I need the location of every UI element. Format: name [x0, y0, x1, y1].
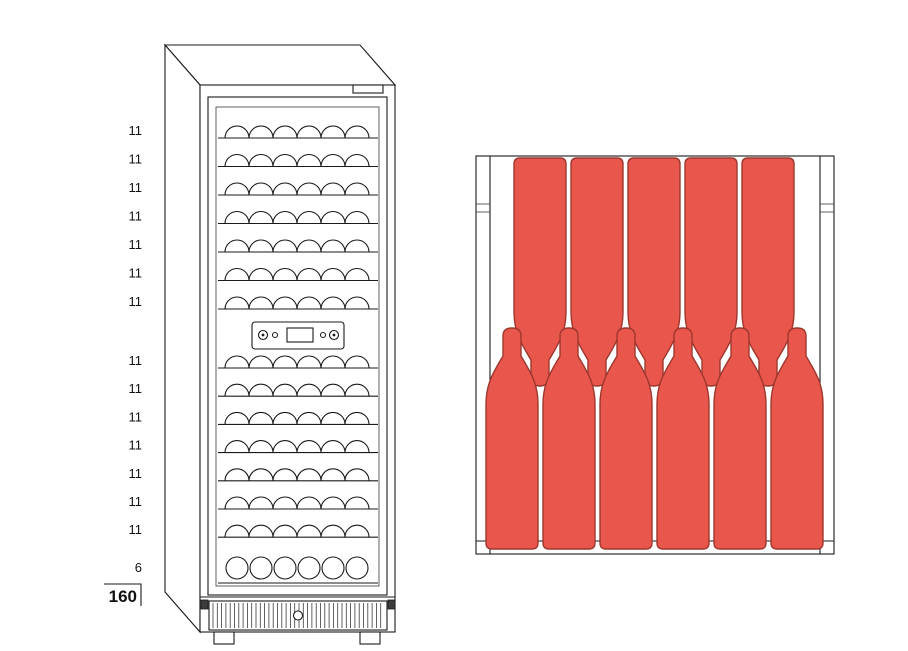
door-frame: [207, 96, 388, 596]
shelf-capacity-label: 11: [129, 123, 143, 138]
standing-bottle-icon: [225, 556, 249, 580]
foot-right: [359, 631, 381, 645]
bottle-row: [218, 210, 378, 225]
shelf-capacity-label: 11: [129, 522, 143, 537]
control-panel-body: [251, 321, 345, 350]
shelf-capacity-label: 11: [129, 237, 143, 252]
bottle-row: [218, 239, 378, 253]
shelf-rows: [218, 125, 378, 538]
bottle-row: [218, 153, 378, 168]
shelf-capacity-label: 11: [129, 494, 143, 509]
standing-bottle-icon: [273, 556, 297, 580]
bottle-row: [218, 468, 378, 482]
shelf-capacity-label: 11: [129, 209, 143, 224]
bottle-row: [218, 524, 378, 538]
control-display: [286, 327, 314, 343]
wine-cooler-elevation: [163, 43, 397, 645]
shelf-capacity-label: 11: [129, 438, 143, 453]
shelf-capacity-label: 11: [129, 266, 143, 281]
wine-bottle-neck-up: [656, 327, 710, 550]
shelf-capacity-label: 11: [129, 409, 143, 424]
total-capacity-label: 160: [109, 587, 137, 606]
wine-bottle-neck-down: [741, 157, 795, 387]
control-knob-icon: [328, 329, 340, 341]
wine-bottle-neck-up: [713, 327, 767, 550]
bottle-row: [218, 411, 378, 425]
capacity-labels: 11 11 11 11 11 11 11 11 11 11 11 11 11 11: [129, 123, 143, 537]
control-knob-icon: [257, 329, 269, 341]
bottle-row: [218, 383, 378, 397]
grille-slats: [212, 603, 382, 628]
shelf-capacity-label: 11: [129, 152, 143, 167]
bottle-row: [218, 440, 378, 454]
base-grille: [200, 596, 396, 645]
wine-bottle-neck-down: [684, 157, 738, 387]
total-bracket: [104, 583, 142, 606]
bottle-row: [218, 296, 378, 310]
wine-bottle-neck-down: [513, 157, 567, 387]
wine-bottle-neck-up: [542, 327, 596, 550]
standing-bottle-icon: [345, 556, 369, 580]
foot-left: [213, 631, 235, 645]
wine-bottle-neck-down: [627, 157, 681, 387]
wine-bottle-neck-up: [770, 327, 824, 550]
cabinet-side-face: [164, 43, 201, 634]
shelf-capacity-label: 11: [129, 381, 143, 396]
bottle-row: [218, 267, 378, 282]
wine-bottle-neck-down: [570, 157, 624, 387]
bottle-row: [218, 182, 378, 196]
hinge-block-right: [387, 599, 396, 610]
shelf-capacity-label: 11: [129, 294, 143, 309]
grille-screw-icon: [292, 610, 304, 621]
wine-bottle-neck-up: [599, 327, 653, 550]
standing-bottle-icon: [321, 556, 345, 580]
wine-bottle-neck-up: [485, 327, 539, 550]
standing-bottle-icon: [297, 556, 321, 580]
bottle-row: [218, 125, 378, 139]
shelf-capacity-label: 11: [129, 353, 143, 368]
control-knob-dot-icon: [261, 333, 265, 337]
bottle-row: [218, 355, 378, 369]
cabinet-front-face: [199, 84, 396, 633]
base-bottle-row: [218, 556, 378, 584]
control-button-icon: [271, 331, 279, 339]
shelf-capacity-label: 11: [129, 466, 143, 481]
base-shelf-capacity-label: 6: [135, 560, 142, 575]
door-glass: [215, 106, 380, 587]
standing-bottle-icon: [249, 556, 273, 580]
control-knob-dot-icon: [332, 333, 336, 337]
shelf-capacity-label: 11: [129, 180, 143, 195]
hinge-block-left: [200, 599, 209, 610]
bottle-arrangement: [485, 157, 824, 550]
door-handle: [352, 84, 384, 94]
shelf-loading-detail: [475, 155, 835, 555]
cabinet-top-face: [163, 44, 397, 86]
bottle-row: [218, 496, 378, 510]
control-button-icon: [319, 331, 327, 339]
control-panel: [251, 321, 345, 350]
grille-frame: [208, 600, 388, 631]
